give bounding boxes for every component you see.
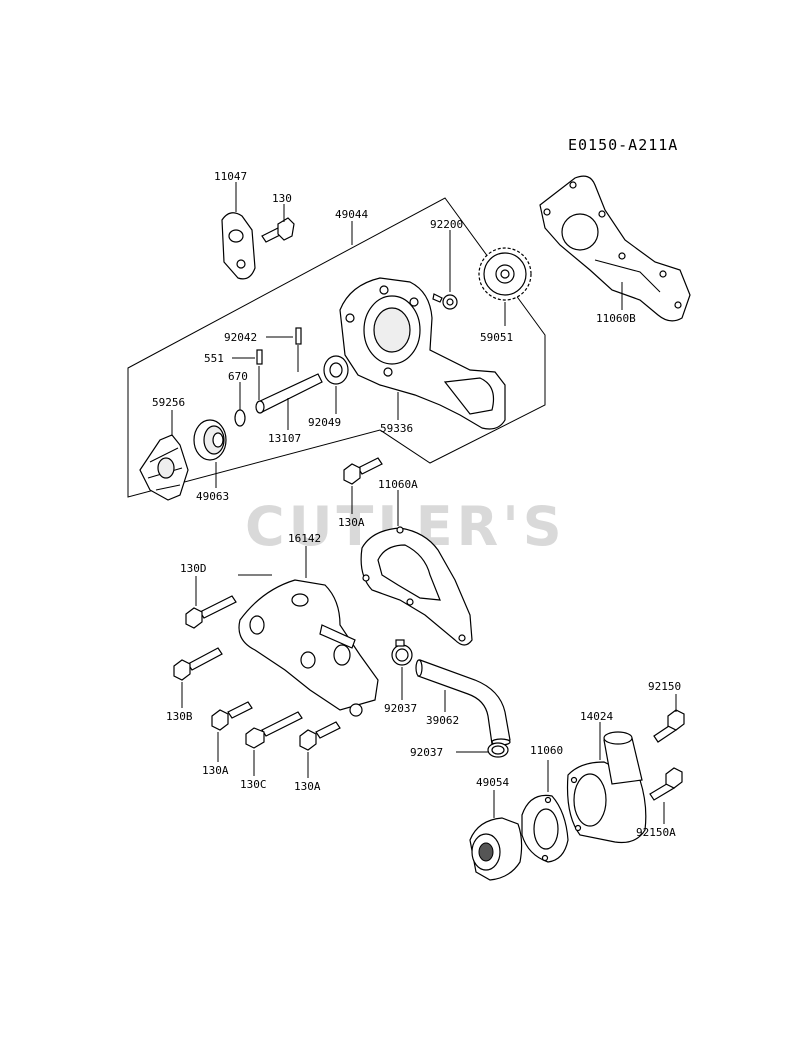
label-92200[interactable]: 92200 xyxy=(430,218,463,231)
label-49063[interactable]: 49063 xyxy=(196,490,229,503)
part-49054-thermostat[interactable] xyxy=(469,817,523,881)
label-130A-right[interactable]: 130A xyxy=(294,780,321,793)
part-11060B-gasket[interactable] xyxy=(539,175,691,322)
label-670[interactable]: 670 xyxy=(228,370,248,383)
label-92150[interactable]: 92150 xyxy=(648,680,681,693)
part-130B-bolt[interactable] xyxy=(173,647,223,681)
part-130A-bolt-left[interactable] xyxy=(211,701,253,731)
label-130D[interactable]: 130D xyxy=(180,562,207,575)
part-130A-bolt-right[interactable] xyxy=(299,721,341,751)
assembly-outline xyxy=(127,197,546,498)
part-14024-housing[interactable] xyxy=(566,731,647,844)
part-130-bolt-top[interactable] xyxy=(261,217,295,243)
part-551-pin[interactable] xyxy=(256,349,263,365)
part-130D-bolt[interactable] xyxy=(185,595,237,629)
part-59051-gear[interactable] xyxy=(478,247,532,301)
part-11060A-gasket[interactable] xyxy=(360,526,473,646)
part-49063-mechanical-seal[interactable] xyxy=(193,419,227,461)
label-16142[interactable]: 16142 xyxy=(288,532,321,545)
label-59051[interactable]: 59051 xyxy=(480,331,513,344)
part-92037-clamp-lower[interactable] xyxy=(487,742,509,758)
label-59336[interactable]: 59336 xyxy=(380,422,413,435)
part-59336-housing[interactable] xyxy=(339,277,506,430)
part-92042-pin[interactable] xyxy=(295,327,302,345)
label-14024[interactable]: 14024 xyxy=(580,710,613,723)
part-92150-bolt[interactable] xyxy=(653,709,685,743)
label-49044[interactable]: 49044 xyxy=(335,208,368,221)
part-130A-bolt-mid[interactable] xyxy=(343,457,383,485)
part-92150A-bolt[interactable] xyxy=(649,767,683,801)
part-130C-bolt[interactable] xyxy=(245,711,303,749)
label-49054[interactable]: 49054 xyxy=(476,776,509,789)
label-92049[interactable]: 92049 xyxy=(308,416,341,429)
part-39062-hose[interactable] xyxy=(415,659,511,746)
part-92049-seal[interactable] xyxy=(323,355,349,385)
part-13107-shaft[interactable] xyxy=(255,373,323,414)
label-130A-left[interactable]: 130A xyxy=(202,764,229,777)
label-59256[interactable]: 59256 xyxy=(152,396,185,409)
label-11060[interactable]: 11060 xyxy=(530,744,563,757)
part-92200-washer[interactable] xyxy=(432,293,458,310)
label-130B[interactable]: 130B xyxy=(166,710,193,723)
label-11060B[interactable]: 11060B xyxy=(596,312,636,325)
label-551[interactable]: 551 xyxy=(204,352,224,365)
label-39062[interactable]: 39062 xyxy=(426,714,459,727)
label-130C[interactable]: 130C xyxy=(240,778,267,791)
label-92037-upper[interactable]: 92037 xyxy=(384,702,417,715)
label-11060A[interactable]: 11060A xyxy=(378,478,418,491)
part-16142-cover[interactable] xyxy=(238,579,379,717)
part-670-oring[interactable] xyxy=(234,409,246,427)
label-92037-lower[interactable]: 92037 xyxy=(410,746,443,759)
part-11047-plate[interactable] xyxy=(221,212,256,280)
label-130A-mid[interactable]: 130A xyxy=(338,516,365,529)
part-59256-impeller[interactable] xyxy=(139,434,189,501)
label-13107[interactable]: 13107 xyxy=(268,432,301,445)
diagram-code: E0150-A211A xyxy=(568,136,678,154)
part-92037-clamp-upper[interactable] xyxy=(391,639,413,666)
part-11060-gasket[interactable] xyxy=(521,794,569,863)
label-92150A[interactable]: 92150A xyxy=(636,826,676,839)
label-130-top[interactable]: 130 xyxy=(272,192,292,205)
label-11047[interactable]: 11047 xyxy=(214,170,247,183)
label-92042[interactable]: 92042 xyxy=(224,331,257,344)
